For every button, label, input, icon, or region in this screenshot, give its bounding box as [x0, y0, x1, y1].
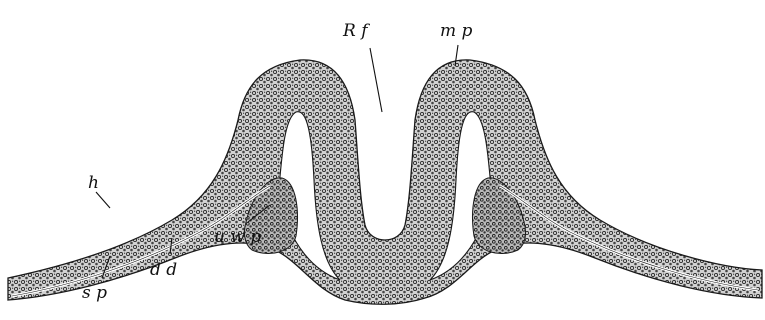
- medullary-groove: [358, 105, 412, 237]
- label-rf: R f: [342, 21, 370, 41]
- label-sp: s p: [82, 283, 107, 303]
- label-uwp: u w p: [214, 227, 261, 247]
- label-dd: d d: [150, 260, 177, 280]
- label-h: h: [88, 173, 99, 193]
- label-mp: m p: [440, 21, 473, 41]
- rf-leader-line: [370, 48, 382, 112]
- h-leader-line: [96, 192, 110, 208]
